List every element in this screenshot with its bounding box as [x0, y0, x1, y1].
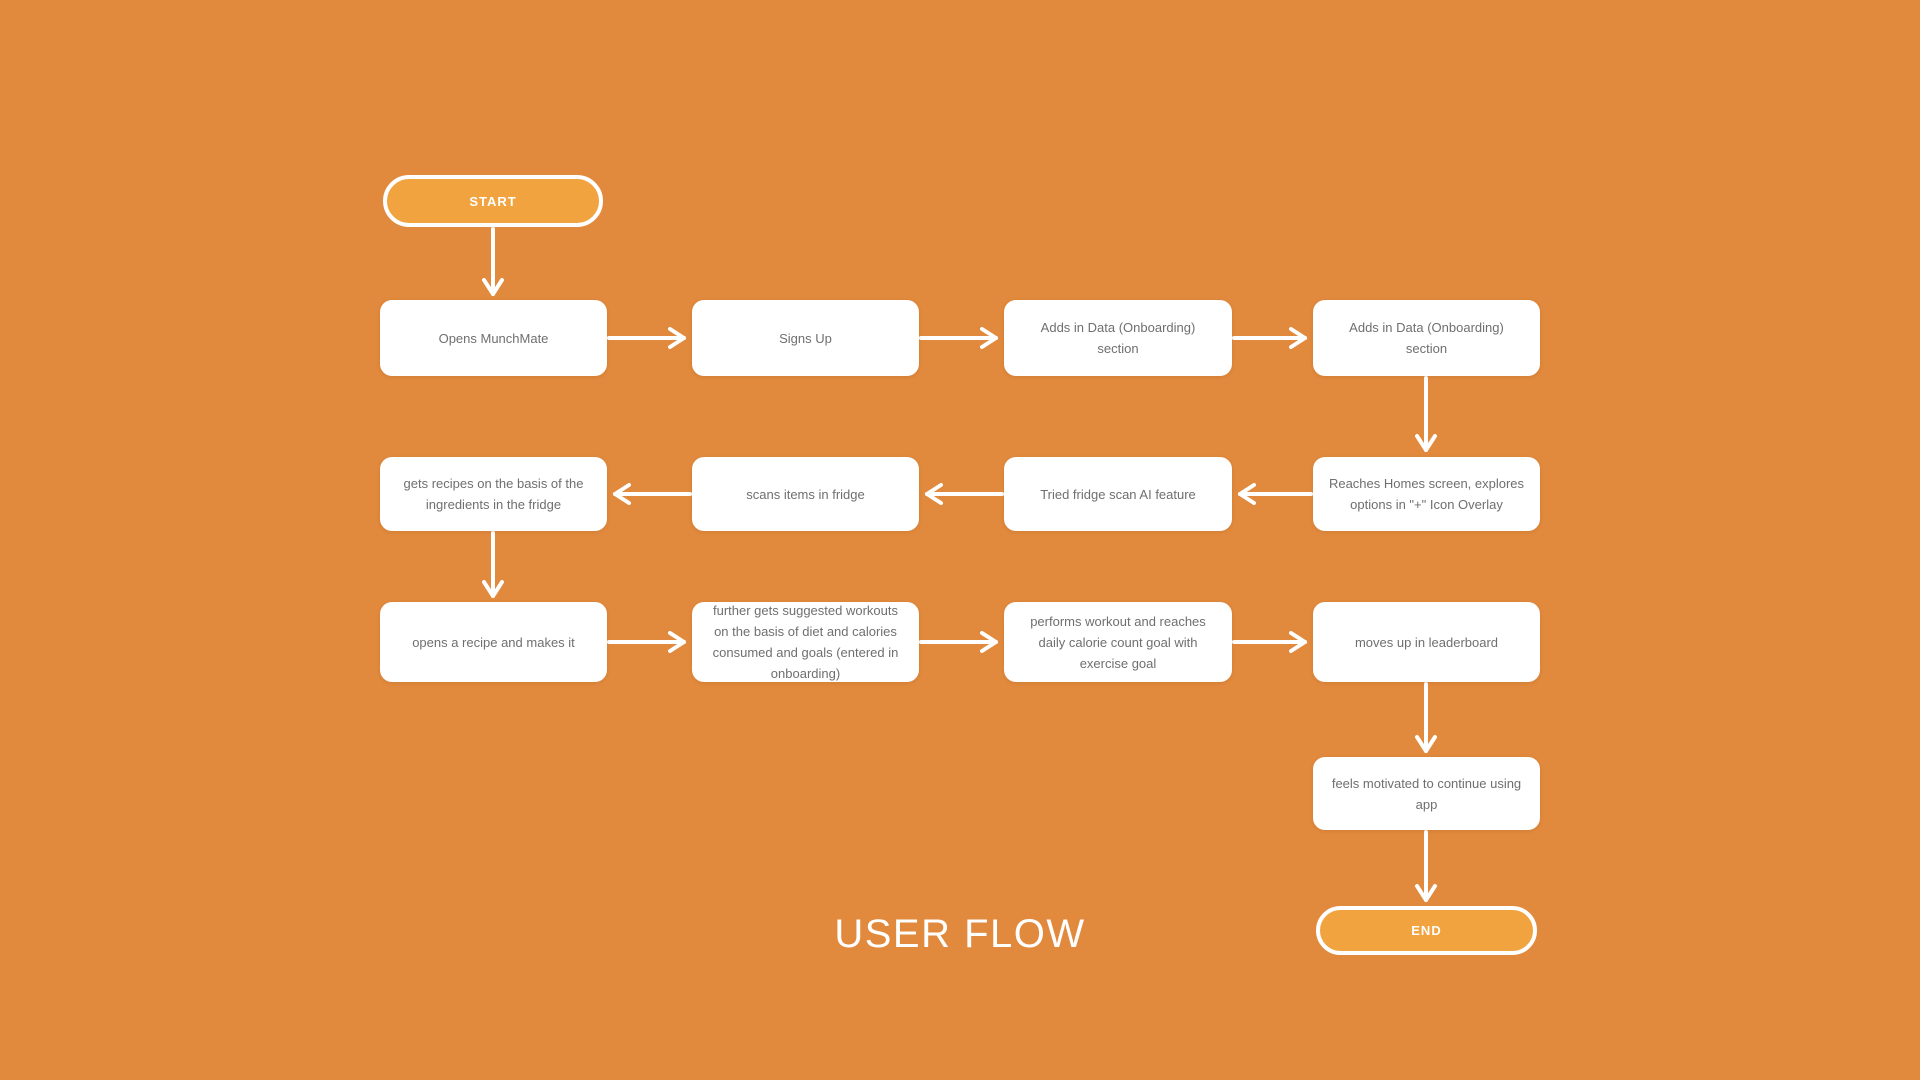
flow-node-label: Opens MunchMate: [438, 330, 549, 346]
flow-node-label: feels motivated to continue using app: [1331, 775, 1522, 812]
flow-node-adds-data-onboarding-2: Adds in Data (Onboarding) section: [1313, 300, 1540, 376]
flow-node-label: performs workout and reaches daily calor…: [1030, 613, 1206, 671]
start-node-label: START: [469, 193, 517, 209]
flow-node-suggested-workouts: further gets suggested workouts on the b…: [692, 602, 919, 682]
flow-node-scans-items-fridge: scans items in fridge: [692, 457, 919, 531]
flow-node-label: scans items in fridge: [746, 486, 865, 502]
flow-node-gets-recipes: gets recipes on the basis of the ingredi…: [380, 457, 607, 531]
flow-node-opens-recipe: opens a recipe and makes it: [380, 602, 607, 682]
flow-node-tried-fridge-scan: Tried fridge scan AI feature: [1004, 457, 1232, 531]
page-title: USER FLOW: [834, 912, 1086, 956]
end-node-label: END: [1411, 923, 1442, 938]
end-node: END: [1316, 906, 1537, 955]
flow-node-label: further gets suggested workouts on the b…: [712, 603, 899, 681]
flow-node-adds-data-onboarding-1: Adds in Data (Onboarding) section: [1004, 300, 1232, 376]
flow-node-label: moves up in leaderboard: [1354, 634, 1499, 650]
flow-node-opens-munchmate: Opens MunchMate: [380, 300, 607, 376]
flow-node-label: opens a recipe and makes it: [412, 634, 575, 650]
flow-node-label: Tried fridge scan AI feature: [1040, 486, 1196, 502]
flow-node-label: Signs Up: [779, 330, 832, 346]
flow-node-performs-workout: performs workout and reaches daily calor…: [1004, 602, 1232, 682]
flow-node-label: Adds in Data (Onboarding) section: [1349, 320, 1504, 356]
flow-node-label: Adds in Data (Onboarding) section: [1040, 320, 1196, 356]
flow-node-signs-up: Signs Up: [692, 300, 919, 376]
flow-node-feels-motivated: feels motivated to continue using app: [1313, 757, 1540, 830]
flow-node-reaches-home-screen: Reaches Homes screen, explores options i…: [1313, 457, 1540, 531]
flow-node-moves-up-leaderboard: moves up in leaderboard: [1313, 602, 1540, 682]
start-node: START: [383, 175, 603, 227]
flow-node-label: gets recipes on the basis of the ingredi…: [403, 476, 584, 512]
flow-node-label: Reaches Homes screen, explores options i…: [1328, 476, 1525, 512]
